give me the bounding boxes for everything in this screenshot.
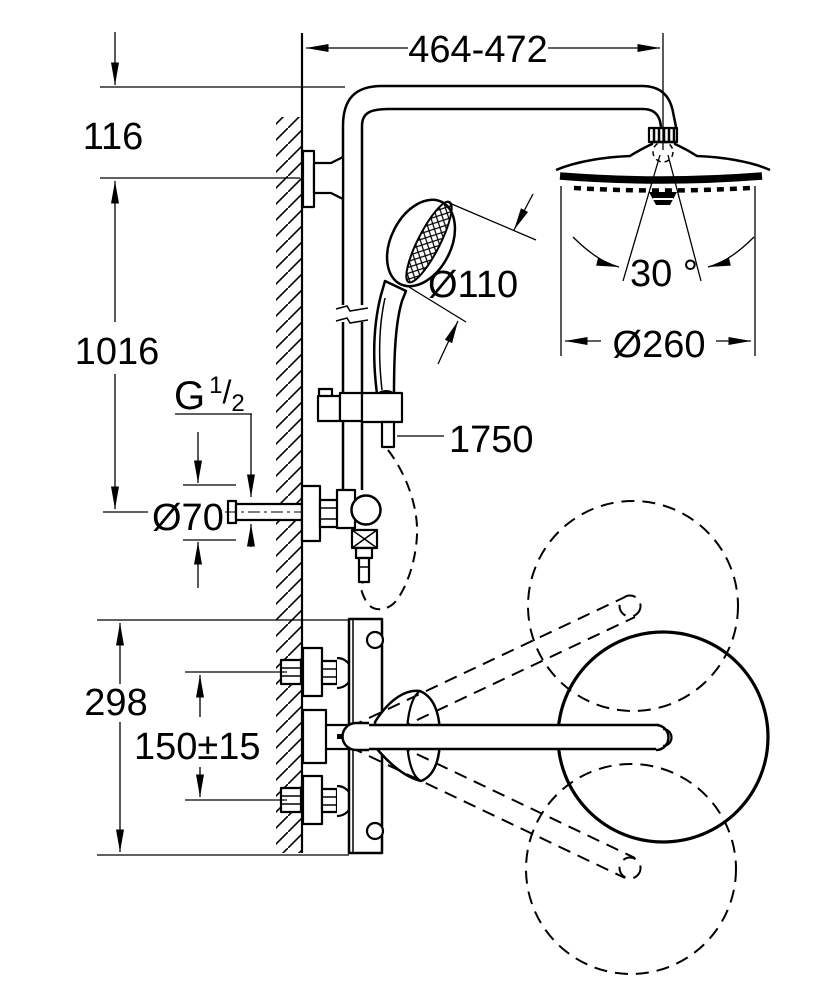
dim-arm-projection: 464-472 <box>306 29 664 150</box>
hand-shower-handle <box>372 279 408 396</box>
dim-handshower-diameter: Ø110 <box>408 193 537 365</box>
dim-label-head-diameter: Ø260 <box>613 324 706 366</box>
hand-shower-holder <box>360 391 404 424</box>
spray-nozzle-row <box>573 185 751 193</box>
shower-arm-plan <box>326 721 673 752</box>
dim-hose-length: 1750 <box>397 419 534 461</box>
valve-escutcheon <box>300 484 322 543</box>
head-swivel-circle-down <box>525 763 737 975</box>
center-escutcheon-plan <box>301 708 328 765</box>
shower-arm <box>341 84 678 128</box>
shower-hose <box>360 449 419 611</box>
dim-label-arm-projection: 464-472 <box>408 29 547 71</box>
dim-label-hose-length: 1750 <box>449 419 534 461</box>
hand-shower <box>372 198 457 398</box>
dim-label-swivel-angle: 30 ° <box>630 253 698 295</box>
glide-slider <box>316 387 404 449</box>
hose-connector-outlet <box>357 556 371 584</box>
union-nut <box>318 498 340 529</box>
dim-label-plan-depth: 298 <box>84 682 147 724</box>
dim-label-handshower-diameter: Ø110 <box>428 264 518 306</box>
arm-end-plan <box>655 723 670 752</box>
dim-label-bracket-offset: 116 <box>83 116 144 158</box>
wall-section <box>276 33 304 853</box>
dim-label-pipe-height: 1016 <box>75 331 160 373</box>
inlet-fitting-top <box>279 646 354 698</box>
dim-label-inlet-spacing: 150±15 <box>134 726 261 768</box>
supply-nipple <box>234 502 304 522</box>
plan-view <box>279 500 770 975</box>
wall-hatching <box>276 117 302 853</box>
dim-pipe-height: 1016 <box>75 181 160 513</box>
thermostat-valve <box>225 484 382 584</box>
hose-nipple <box>380 420 396 449</box>
dim-bracket-offset: 116 <box>83 32 345 179</box>
dim-head-diameter: Ø260 <box>560 186 756 366</box>
wall-bracket <box>301 149 345 209</box>
head-swivel-circle-up <box>527 500 739 712</box>
dim-inlet-spacing: 150±15 <box>134 671 287 801</box>
front-view <box>225 84 771 611</box>
dim-plan-depth: 298 <box>84 619 349 856</box>
valve-knob <box>350 494 382 526</box>
dim-swivel-angle: 30 ° <box>572 154 755 295</box>
knob-plan-top <box>365 630 385 650</box>
dim-label-escutcheon-diameter: Ø70 <box>152 497 224 539</box>
spray-face-edge <box>559 172 763 184</box>
hand-shower-spray-face <box>405 200 453 284</box>
pipe-break-symbol <box>335 305 369 324</box>
dim-escutcheon-diameter: Ø70 <box>152 432 236 588</box>
knob-plan-bottom <box>365 821 385 841</box>
